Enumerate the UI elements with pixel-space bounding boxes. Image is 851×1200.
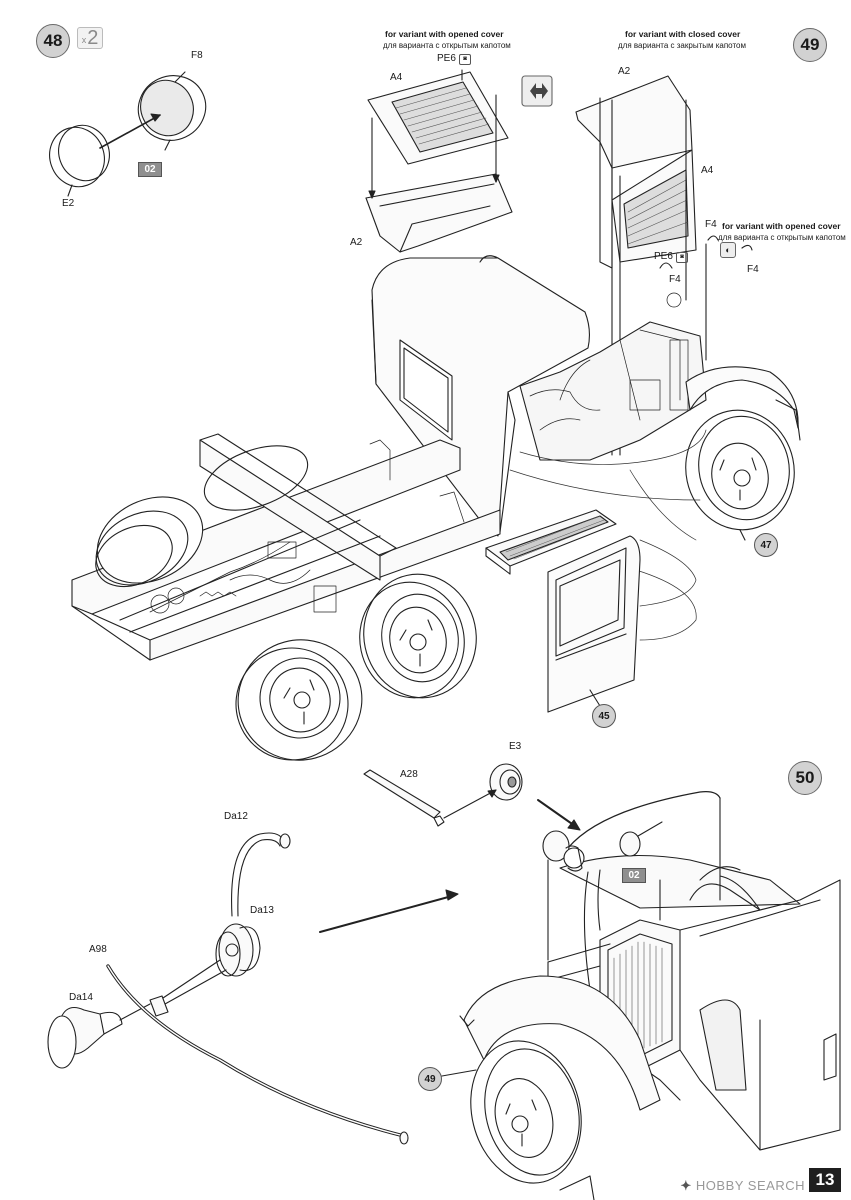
multiplier-value: 2 bbox=[87, 27, 99, 49]
hood-panel-open bbox=[575, 75, 707, 456]
engine-bay bbox=[519, 292, 707, 461]
note-opened-cover2-ru: для варианта с открытым капотом bbox=[718, 233, 846, 242]
label-a4-right: A4 bbox=[701, 165, 714, 176]
page-number: 13 bbox=[809, 1168, 841, 1192]
ref-47: 47 bbox=[754, 533, 778, 557]
watermark-text: HOBBY SEARCH bbox=[695, 1178, 805, 1193]
running-board bbox=[485, 509, 617, 575]
label-a4-left: A4 bbox=[390, 72, 403, 83]
label-da14: Da14 bbox=[69, 992, 93, 1003]
note-opened-cover2-en: for variant with opened cover bbox=[722, 221, 841, 231]
lens-part-e2 bbox=[49, 124, 110, 188]
label-a2-left: A2 bbox=[350, 237, 363, 248]
paint-code-step48: 02 bbox=[138, 162, 162, 177]
horn-assembly bbox=[47, 832, 291, 1069]
label-pe6-left: PE6 bbox=[437, 53, 456, 64]
label-f4-b: F4 bbox=[669, 274, 681, 285]
part-e3 bbox=[489, 763, 523, 801]
rear-wheel-back bbox=[95, 445, 309, 588]
label-e3: E3 bbox=[509, 741, 522, 752]
rear-wheel-front bbox=[235, 639, 363, 761]
cab-door bbox=[547, 535, 641, 713]
label-da12: Da12 bbox=[224, 811, 248, 822]
label-da13: Da13 bbox=[250, 905, 274, 916]
note-opened-cover-ru: для варианта с открытым капотом bbox=[383, 41, 511, 50]
part-icon: ◐ bbox=[720, 242, 736, 258]
part-a98 bbox=[106, 964, 409, 1145]
watermark: ✦ HOBBY SEARCH bbox=[680, 1178, 805, 1193]
label-f4-c: F4 bbox=[747, 264, 759, 275]
note-closed-cover-en: for variant with closed cover bbox=[625, 29, 741, 39]
lens-part-f8 bbox=[137, 75, 207, 141]
step-50-number: 50 bbox=[788, 761, 822, 795]
ref-45: 45 bbox=[592, 704, 616, 728]
front-wheel-right bbox=[685, 366, 801, 531]
radiator-grille-open bbox=[365, 69, 513, 253]
label-a28: A28 bbox=[400, 769, 418, 780]
photo-etch-icon: ◙ bbox=[459, 54, 471, 65]
step-48-number: 48 bbox=[36, 24, 70, 58]
truck-front-step50 bbox=[542, 790, 841, 1151]
multiplier-prefix: x bbox=[81, 35, 87, 45]
truck-cab bbox=[371, 255, 591, 537]
label-a2-right: A2 bbox=[618, 66, 631, 77]
ref-49: 49 bbox=[418, 1067, 442, 1091]
step-49-number: 49 bbox=[793, 28, 827, 62]
label-e2: E2 bbox=[62, 198, 75, 209]
note-opened-cover-en: for variant with opened cover bbox=[385, 29, 504, 39]
label-pe6-right: PE6 bbox=[654, 251, 673, 262]
label-f8: F8 bbox=[191, 50, 203, 61]
part-a28 bbox=[363, 769, 445, 827]
label-f4-a: F4 bbox=[705, 219, 717, 230]
paint-code-step50: 02 bbox=[622, 868, 646, 883]
note-closed-cover-ru: для варианта с закрытым капотом bbox=[618, 41, 746, 50]
front-wheel-step50 bbox=[459, 975, 661, 1200]
photo-etch-icon-2: ◙ bbox=[676, 252, 688, 263]
label-a98: A98 bbox=[89, 944, 107, 955]
rear-wheel-middle bbox=[359, 573, 477, 699]
cut-icon-shape bbox=[521, 75, 553, 107]
